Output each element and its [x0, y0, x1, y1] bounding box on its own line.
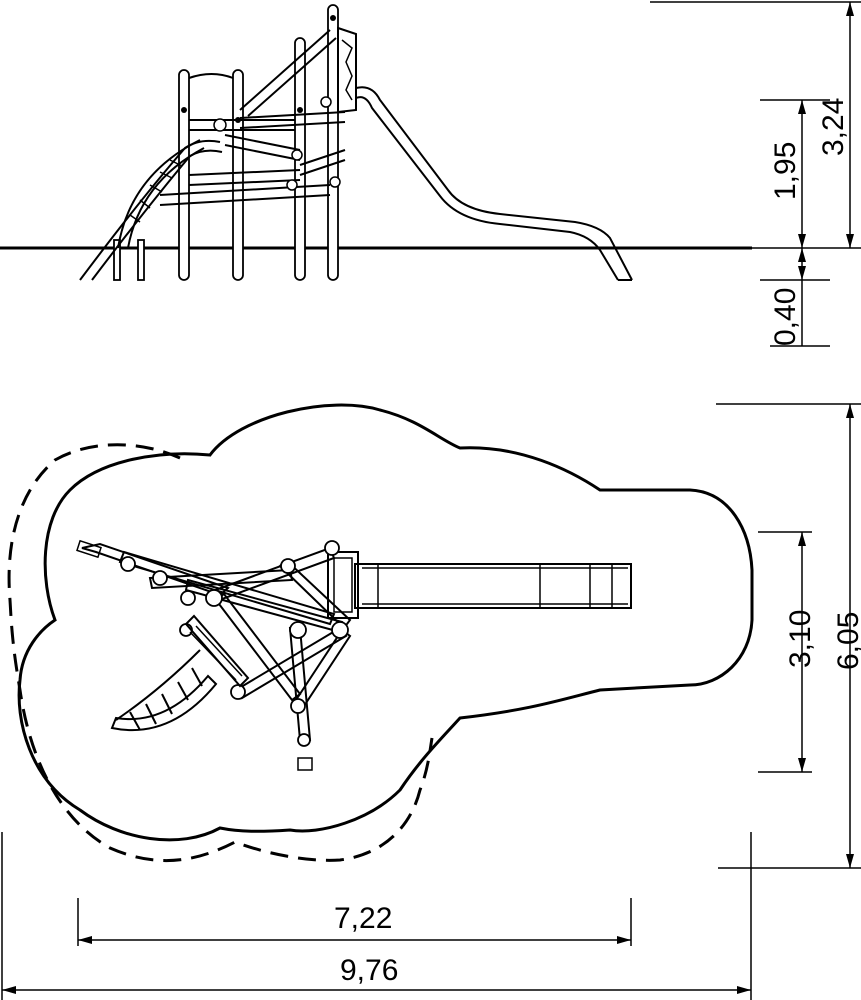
plan-slide [327, 551, 632, 619]
elevation-posts [113, 4, 339, 281]
safety-zone-dashed [7, 443, 434, 863]
dim-platform-height: 1,95 [769, 142, 802, 200]
dim-equipment-width: 3,10 [784, 610, 817, 668]
curved-ladder [79, 139, 223, 281]
dim-equipment-length: 7,22 [334, 902, 392, 935]
elevation-slide [337, 26, 633, 281]
elevation-bolts [181, 15, 341, 191]
dim-foundation-depth: 0,40 [769, 288, 802, 346]
dim-safety-width: 6,05 [832, 612, 861, 670]
dim-safety-length: 9,76 [340, 954, 398, 987]
safety-zone-outline [17, 403, 754, 842]
elevation-beams [159, 29, 346, 206]
dim-total-height: 3,24 [817, 98, 850, 156]
plan-dimensions: 6,05 3,10 7,22 9,76 [1, 403, 861, 1000]
plan-view [7, 403, 754, 863]
plan-ladder [110, 614, 250, 732]
side-dimensions: 3,24 1,95 0,40 [650, 1, 861, 347]
side-elevation [0, 4, 752, 281]
